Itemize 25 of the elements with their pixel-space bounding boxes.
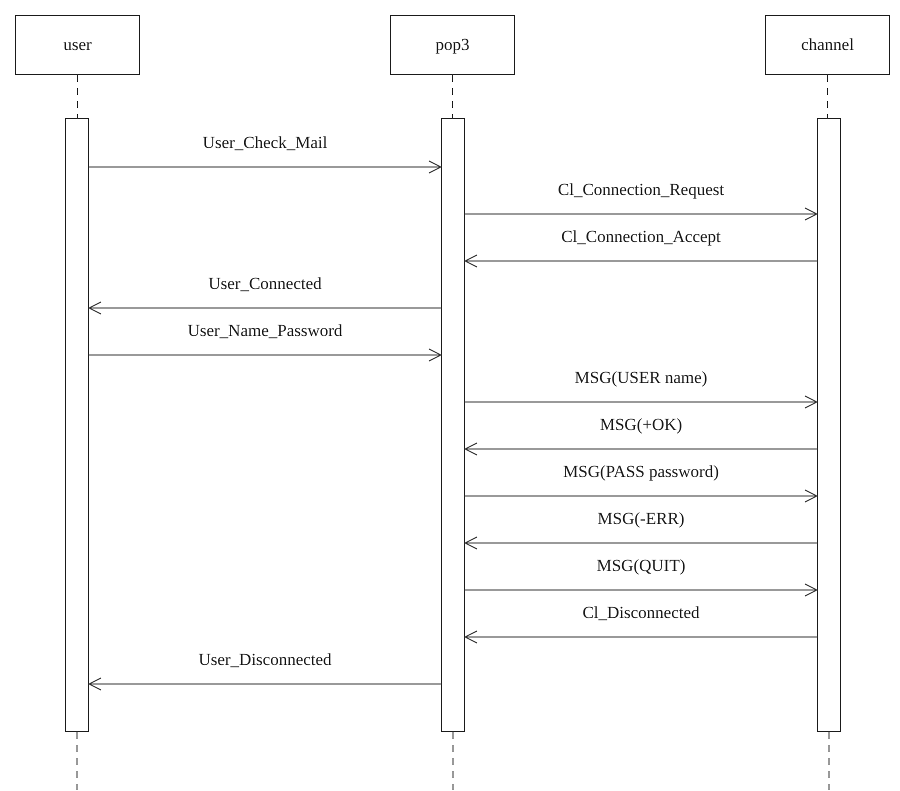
- activation-bar: [817, 118, 841, 732]
- message-arrow: [464, 630, 818, 644]
- message-arrow: [464, 396, 818, 408]
- lifeline-box: user: [15, 15, 140, 75]
- message-label: User_Name_Password: [184, 321, 346, 341]
- activation-bar: [441, 118, 465, 732]
- message-arrow: [464, 490, 818, 502]
- lifeline: [77, 74, 78, 118]
- message-arrow: [464, 254, 818, 268]
- lifeline: [76, 732, 78, 790]
- lifeline: [452, 74, 453, 118]
- activation-bar: [65, 118, 89, 732]
- message-arrow: [88, 678, 442, 690]
- lifeline: [452, 732, 454, 790]
- lifeline-box: channel: [765, 15, 890, 75]
- lifeline-box: pop3: [390, 15, 515, 75]
- message-arrow: [88, 160, 442, 174]
- message-arrow: [464, 208, 818, 220]
- message-arrow: [464, 536, 818, 550]
- lifeline: [828, 732, 830, 790]
- message-arrow: [464, 584, 818, 596]
- message-arrow: [464, 442, 818, 456]
- message-arrow: [88, 348, 442, 362]
- lifeline: [827, 74, 828, 118]
- message-arrow: [88, 302, 442, 314]
